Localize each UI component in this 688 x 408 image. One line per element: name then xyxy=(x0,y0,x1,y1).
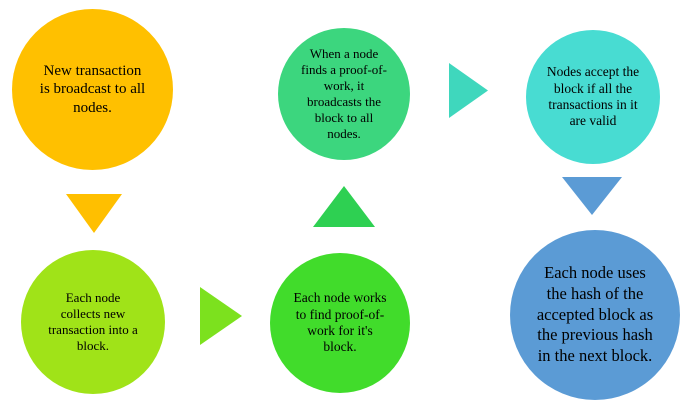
arrow-down-icon xyxy=(66,194,122,233)
arrow-up-icon xyxy=(313,186,375,227)
node-label: When a node finds a proof-of-work, it br… xyxy=(301,46,387,141)
node-label: Each node uses the hash of the accepted … xyxy=(536,263,654,365)
arrow-right-icon xyxy=(200,287,242,345)
arrow-down-icon xyxy=(562,177,622,215)
node-broadcast-block: When a node finds a proof-of-work, it br… xyxy=(278,28,410,160)
arrow-right-icon xyxy=(449,63,488,118)
node-new-transaction: New transaction is broadcast to all node… xyxy=(12,9,173,170)
node-label: Each node collects new transaction into … xyxy=(48,290,138,353)
node-label: Each node works to find proof-of-work fo… xyxy=(293,290,387,355)
node-collect-transactions: Each node collects new transaction into … xyxy=(21,250,165,394)
node-use-hash: Each node uses the hash of the accepted … xyxy=(510,230,680,400)
node-label: New transaction is broadcast to all node… xyxy=(39,63,146,116)
node-accept-block: Nodes accept the block if all the transa… xyxy=(526,30,660,164)
node-label: Nodes accept the block if all the transa… xyxy=(546,64,640,129)
node-find-proof-of-work: Each node works to find proof-of-work fo… xyxy=(270,253,410,393)
